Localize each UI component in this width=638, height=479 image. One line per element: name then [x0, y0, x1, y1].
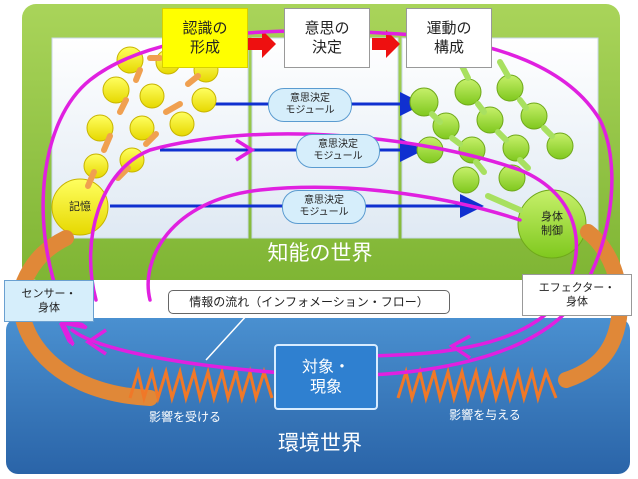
loop-arrowhead-left [84, 328, 107, 356]
sensor-box: センサー・ 身体 [4, 280, 94, 322]
intelligence-world-label: 知能の世界 [267, 241, 373, 265]
body-control-label: 身体 制御 [541, 210, 563, 237]
stage-motion: 運動の 構成 [406, 8, 492, 68]
decision-module-2: 意思決定 モジュール [296, 134, 380, 168]
environment-world-label: 環境世界 [278, 431, 362, 455]
receive-coil [128, 366, 274, 404]
loop-arrowhead-right [448, 334, 471, 360]
decision-module-1: 意思決定 モジュール [268, 88, 352, 122]
receive-influence-label: 影響を受ける [148, 410, 221, 424]
give-coil [396, 366, 558, 404]
give-influence-label: 影響を与える [449, 408, 521, 422]
info-flow-label: 情報の流れ（インフォメーション・フロー） [168, 290, 450, 314]
loop-arrowhead-top [235, 138, 256, 162]
stage-decision: 意思の 決定 [284, 8, 370, 68]
motion-flow-arrows [429, 59, 555, 213]
stage-arrow-1 [248, 30, 276, 58]
info-flow-callout-line [205, 313, 249, 361]
object-phenomenon-box: 対象・ 現象 [274, 344, 378, 410]
effector-box: エフェクター・ 身体 [522, 274, 632, 316]
memory-label: 記憶 [69, 200, 91, 213]
stage-recognition: 認識の 形成 [162, 8, 248, 68]
decision-module-3: 意思決定 モジュール [282, 190, 366, 224]
stage-arrow-2 [372, 30, 400, 58]
recognition-flow-arrows [85, 55, 201, 189]
motion-circles [409, 74, 574, 194]
effector-flow-arc [558, 224, 628, 388]
